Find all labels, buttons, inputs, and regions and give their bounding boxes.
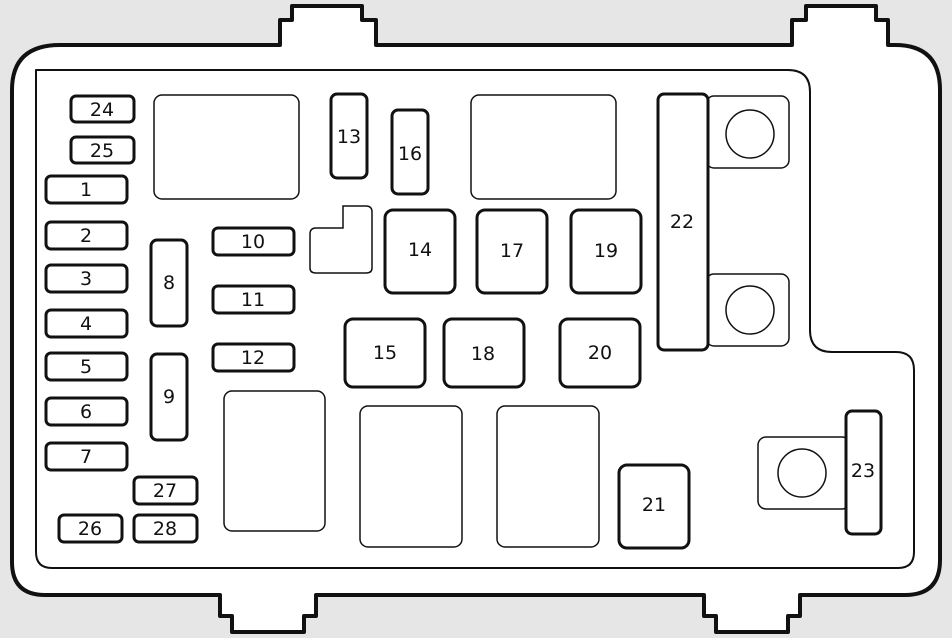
fuse-25 (69, 135, 136, 165)
empty-slot-notched (309, 205, 373, 274)
empty-slot (153, 94, 300, 200)
fuse-label: 28 (153, 518, 177, 540)
fuse-24 (69, 94, 136, 124)
fuse-label: 12 (241, 347, 265, 369)
fuse-10 (211, 226, 296, 257)
relay-17 (475, 208, 549, 295)
fuse-label: 27 (153, 480, 177, 502)
fuse-3 (44, 263, 129, 294)
fuse-8 (149, 238, 189, 328)
empty-slot (470, 94, 617, 200)
bolt-icon (725, 285, 775, 335)
fuse-7 (44, 441, 129, 472)
fuse-label: 7 (80, 446, 92, 468)
fuse-label: 13 (337, 126, 361, 148)
relay-19 (569, 208, 643, 295)
fuse-1 (44, 174, 129, 205)
relay-label: 20 (588, 342, 612, 364)
relay-15 (343, 317, 427, 389)
fuse-label: 1 (80, 179, 92, 201)
relay-label: 14 (408, 239, 432, 261)
fuse-label: 4 (80, 313, 92, 335)
main-fuse-22 (656, 92, 710, 352)
main-fuse-label: 22 (670, 211, 694, 233)
fuse-27 (132, 475, 199, 506)
fuse-label: 9 (163, 386, 175, 408)
fuse-label: 6 (80, 401, 92, 423)
fuse-9 (149, 352, 189, 442)
fuse-label: 3 (80, 268, 92, 290)
bolt-icon (777, 448, 827, 498)
fuse-label: 11 (241, 289, 265, 311)
relay-20 (558, 317, 642, 389)
bolt-icon (725, 109, 775, 159)
relay-18 (442, 317, 526, 389)
fuse-label: 10 (241, 231, 265, 253)
relay-14 (383, 208, 457, 295)
fuse-26 (57, 513, 124, 544)
main-fuse-23 (844, 409, 883, 536)
fuse-6 (44, 396, 129, 427)
fuse-label: 25 (90, 140, 114, 162)
relay-21 (617, 463, 691, 550)
fuse-28 (132, 513, 199, 544)
relay-label: 17 (500, 240, 524, 262)
relay-label: 15 (373, 342, 397, 364)
relay-label: 18 (471, 343, 495, 365)
fuse-label: 8 (163, 272, 175, 294)
fuse-label: 24 (90, 99, 114, 121)
fuse-label: 26 (78, 518, 102, 540)
fuse-label: 16 (398, 143, 422, 165)
fuse-5 (44, 351, 129, 382)
empty-slot (359, 405, 463, 548)
fuse-label: 5 (80, 356, 92, 378)
empty-slot (496, 405, 600, 548)
fuse-label: 2 (80, 225, 92, 247)
fuse-13 (329, 92, 369, 180)
main-fuse-label: 23 (851, 460, 875, 482)
empty-slot (223, 390, 326, 532)
fuse-box-inner-outline (35, 69, 915, 569)
fuse-12 (211, 342, 296, 373)
relay-label: 19 (594, 240, 618, 262)
fuse-11 (211, 284, 296, 315)
fuse-4 (44, 308, 129, 339)
relay-label: 21 (642, 494, 666, 516)
fuse-16 (390, 108, 430, 196)
fuse-2 (44, 220, 129, 251)
